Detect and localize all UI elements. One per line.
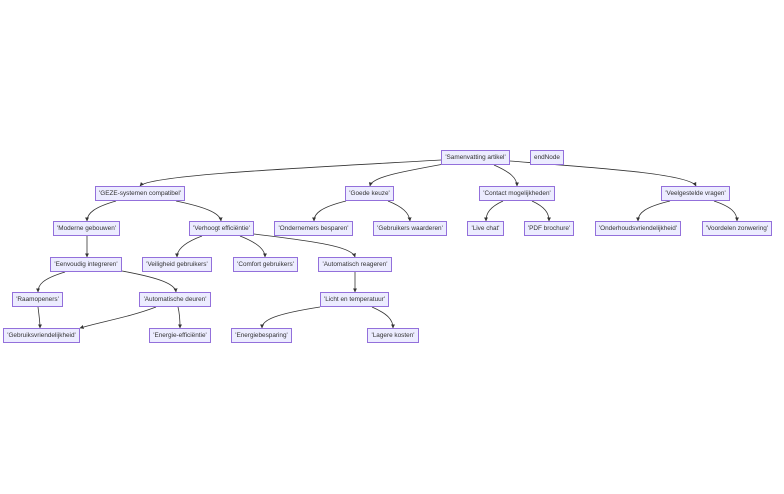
- edge: [239, 235, 267, 258]
- edge: [368, 163, 445, 187]
- node-goede-keuze[interactable]: 'Goede keuze': [345, 186, 394, 201]
- node-samenvatting-artikel[interactable]: 'Samenvatting artikel': [441, 150, 510, 165]
- edge: [371, 306, 395, 329]
- edge: [85, 200, 117, 222]
- edge: [484, 200, 504, 222]
- node-eenvoudig-integreren[interactable]: 'Eenvoudig integreren': [50, 257, 122, 272]
- node-geze-systemen[interactable]: 'GEZE-systemen compatibel': [95, 186, 185, 201]
- node-moderne-gebouwen[interactable]: 'Moderne gebouwen': [53, 221, 120, 236]
- edge: [636, 200, 671, 222]
- node-voordelen-zonwering[interactable]: 'Voordelen zonwering': [702, 221, 772, 236]
- node-automatisch-reageren[interactable]: 'Automatisch reageren': [318, 257, 392, 272]
- node-gebruikers-waarderen[interactable]: 'Gebruikers waarderen': [373, 221, 447, 236]
- edge: [121, 270, 178, 293]
- edge: [139, 159, 442, 187]
- edge: [79, 306, 157, 329]
- edge: [177, 306, 182, 329]
- node-veelgestelde-vragen[interactable]: 'Veelgestelde vragen': [661, 186, 730, 201]
- node-energiebesparing[interactable]: 'Energiebesparing': [231, 328, 292, 343]
- node-veiligheid-gebruikers[interactable]: 'Veiligheid gebruikers': [142, 257, 212, 272]
- node-lagere-kosten[interactable]: 'Lagere kosten': [367, 328, 419, 343]
- edge: [713, 200, 739, 222]
- edge: [312, 200, 347, 222]
- node-raamopeners[interactable]: 'Raamopeners': [12, 292, 63, 307]
- edge: [387, 200, 412, 222]
- edge: [253, 233, 356, 258]
- node-end[interactable]: endNode: [530, 150, 564, 165]
- edge: [36, 271, 66, 293]
- edge: [175, 235, 203, 258]
- node-pdf-brochure[interactable]: 'PDF brochure': [524, 221, 574, 236]
- node-ondernemers-besparen[interactable]: 'Ondernemers besparen': [274, 221, 353, 236]
- node-gebruiksvriendelijkheid[interactable]: 'Gebruiksvriendelijkheid': [3, 328, 80, 343]
- node-onderhoudsvriendelijkheid[interactable]: 'Onderhoudsvriendelijkheid': [595, 221, 681, 236]
- node-automatische-deuren[interactable]: 'Automatische deuren': [139, 292, 211, 307]
- edge: [260, 306, 321, 329]
- node-comfort-gebruikers[interactable]: 'Comfort gebruikers': [233, 257, 298, 272]
- node-live-chat[interactable]: 'Live chat': [467, 221, 504, 236]
- edge: [531, 200, 551, 222]
- node-licht-en-temperatuur[interactable]: 'Licht en temperatuur': [320, 292, 389, 307]
- edge: [175, 200, 223, 222]
- node-contact[interactable]: 'Contact mogelijkheden': [479, 186, 555, 201]
- node-energie-efficientie[interactable]: 'Energie-efficiëntie': [149, 328, 211, 343]
- edge: [37, 306, 42, 329]
- edge: [493, 164, 519, 187]
- node-verhoogt-efficientie[interactable]: 'Verhoogt efficiëntie': [189, 221, 254, 236]
